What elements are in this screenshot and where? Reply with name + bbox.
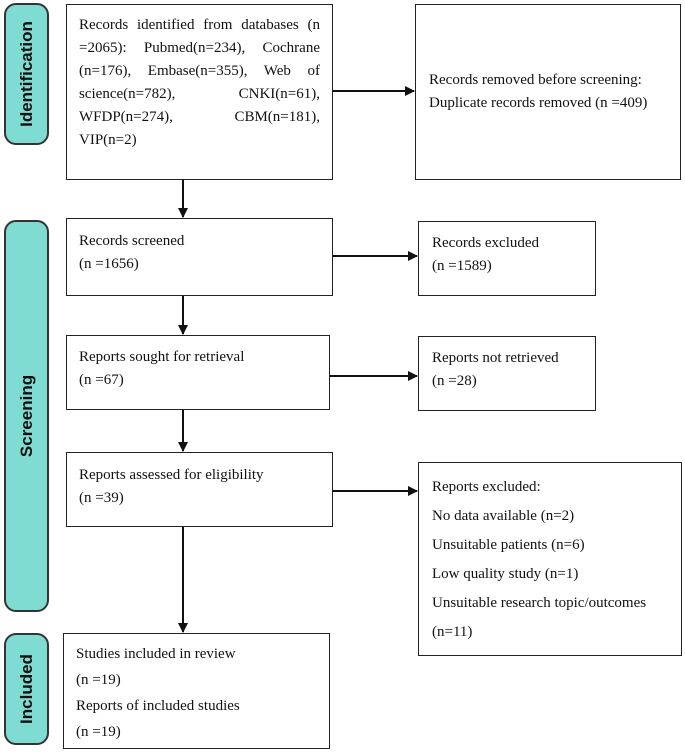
reports-excluded-line-3: Unsuitable patients (n=6) — [432, 537, 585, 553]
studies-included-line-1: Studies included in review — [76, 646, 236, 662]
records-screened-box: Records screened (n =1656) — [66, 218, 333, 296]
records-identified-line-1: Records identified from databases (n — [79, 17, 320, 33]
records-identified-line-4: science(n=782), CNKI(n=61), — [79, 86, 320, 102]
records-screened-line-2: (n =1656) — [79, 256, 139, 272]
records-identified-line-3: (n=176), Embase(n=355), Web of — [79, 63, 320, 79]
records-excluded-line-1: Records excluded — [432, 235, 540, 251]
records-excluded-line-2: (n =1589) — [432, 258, 492, 274]
reports-excluded-line-4: Low quality study (n=1) — [432, 566, 579, 582]
records-removed-line-2: Duplicate records removed (n =409) — [429, 95, 648, 111]
reports-assessed-box: Reports assessed for eligibility (n =39) — [66, 452, 333, 527]
phase-identification: Identification — [4, 3, 49, 145]
studies-included-line-2: (n =19) — [76, 672, 121, 688]
records-identified-line-5: WFDP(n=274), CBM(n=181), — [79, 109, 320, 125]
reports-excluded-line-6: (n=11) — [432, 624, 473, 640]
reports-excluded-box: Reports excluded: No data available (n=2… — [418, 462, 682, 656]
phase-screening-label: Screening — [16, 374, 36, 458]
reports-not-retrieved-line-1: Reports not retrieved — [432, 350, 559, 366]
reports-sought-line-2: (n =67) — [79, 372, 124, 388]
reports-assessed-line-1: Reports assessed for eligibility — [79, 467, 264, 483]
records-removed-line-1: Records removed before screening: — [429, 72, 642, 88]
studies-included-line-4: (n =19) — [76, 724, 121, 740]
reports-excluded-line-2: No data available (n=2) — [432, 508, 575, 524]
records-excluded-box: Records excluded (n =1589) — [418, 221, 596, 296]
records-identified-line-6: VIP(n=2) — [79, 132, 137, 148]
records-identified-line-2: =2065): Pubmed(n=234), Cochrane — [79, 40, 320, 56]
phase-included: Included — [4, 633, 49, 745]
records-screened-line-1: Records screened — [79, 233, 185, 249]
phase-included-label: Included — [16, 654, 36, 724]
reports-excluded-line-5: Unsuitable research topic/outcomes — [432, 595, 647, 611]
studies-included-box: Studies included in review (n =19) Repor… — [63, 633, 330, 749]
reports-sought-line-1: Reports sought for retrieval — [79, 349, 245, 365]
phase-identification-label: Identification — [16, 21, 36, 127]
records-removed-box: Records removed before screening: Duplic… — [415, 4, 681, 180]
reports-not-retrieved-line-2: (n =28) — [432, 373, 477, 389]
reports-excluded-line-1: Reports excluded: — [432, 479, 541, 495]
studies-included-line-3: Reports of included studies — [76, 698, 240, 714]
reports-not-retrieved-box: Reports not retrieved (n =28) — [418, 336, 596, 411]
reports-sought-box: Reports sought for retrieval (n =67) — [66, 335, 330, 410]
reports-assessed-line-2: (n =39) — [79, 490, 124, 506]
phase-screening: Screening — [4, 220, 49, 612]
records-identified-box: Records identified from databases (n =20… — [66, 4, 333, 180]
